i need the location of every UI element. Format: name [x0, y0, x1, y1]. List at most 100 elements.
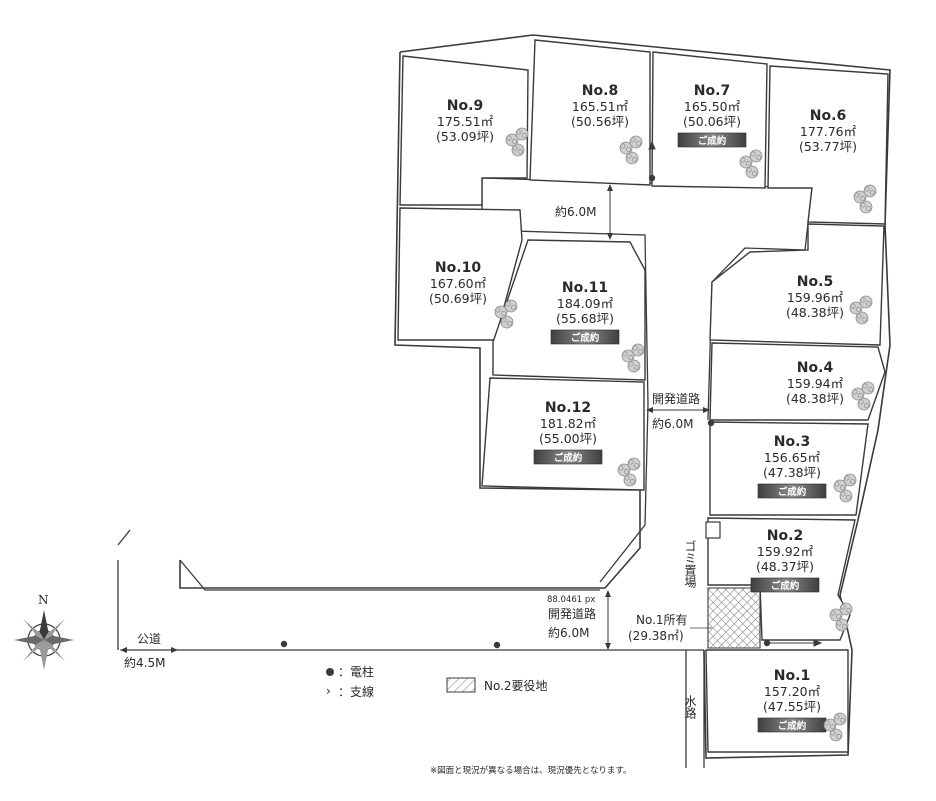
- lot-area: 184.09㎡: [557, 296, 614, 311]
- road-top-width: 約6.0M: [555, 204, 596, 219]
- tree-icon: [631, 343, 645, 357]
- lot-shape-3: [709, 421, 869, 516]
- sold-badge-label: ご成約: [571, 332, 600, 344]
- legend: ：電柱 › ：支線 No.2要役地: [326, 664, 548, 699]
- tree-icon: [863, 184, 877, 198]
- tree-icon: [627, 457, 641, 471]
- dev-road-mid-width: 約6.0M: [652, 416, 693, 431]
- sold-badge-label: ご成約: [778, 720, 807, 732]
- lot-shape-7: [651, 51, 768, 189]
- tree-icon: [515, 127, 529, 141]
- lot-tsubo: (47.55坪): [763, 699, 821, 714]
- pole-legend-icon: [326, 668, 334, 676]
- utility-pole: [493, 641, 501, 649]
- no1-owned-title: No.1所有: [636, 613, 688, 627]
- lot-area: 159.96㎡: [787, 290, 844, 305]
- branch-legend-icon: ›: [326, 684, 331, 698]
- sold-badge-label: ご成約: [778, 486, 807, 498]
- lot-area: 165.51㎡: [572, 99, 629, 114]
- public-road-title: 公道: [137, 632, 161, 646]
- tree-icon: [749, 149, 763, 163]
- compass-needle-icon: [39, 610, 49, 640]
- lot-area: 157.20㎡: [764, 684, 821, 699]
- lot-number: No.11: [562, 280, 608, 296]
- lot-area: 156.65㎡: [764, 450, 821, 465]
- lot-shape-9: [399, 55, 529, 206]
- lot-tsubo: (48.38坪): [786, 305, 844, 320]
- lot-tsubo: (55.00坪): [539, 431, 597, 446]
- sold-badge: [550, 329, 620, 345]
- lot-tsubo: (55.68坪): [556, 311, 614, 326]
- utility-pole: [280, 640, 288, 648]
- utility-pole: [707, 419, 715, 427]
- dev-road-bottom-width: 約6.0M: [548, 625, 589, 640]
- lot-tsubo: (47.38坪): [763, 465, 821, 480]
- branch-wires: [648, 140, 823, 647]
- lot-tsubo: (48.38坪): [786, 391, 844, 406]
- lot-tsubo: (53.09坪): [436, 129, 494, 144]
- lot-shape-4: [709, 342, 886, 421]
- public-road-width: 約4.5M: [124, 655, 165, 670]
- lot-number: No.9: [447, 98, 483, 114]
- sold-badge: [750, 577, 820, 593]
- tree-icon: [629, 135, 643, 149]
- dev-road-mid-title: 開発道路: [652, 391, 700, 406]
- lot-tsubo: (50.69坪): [429, 291, 487, 306]
- lot-tsubo: (53.77坪): [799, 139, 857, 154]
- lot-number: No.2: [767, 528, 803, 544]
- lot-tsubo: (48.37坪): [756, 559, 814, 574]
- lot-number: No.6: [810, 108, 846, 124]
- sold-badge: [757, 483, 827, 499]
- pole-legend-label: ：電柱: [338, 664, 374, 679]
- lot-number: No.4: [797, 360, 834, 376]
- sold-badge-label: ご成約: [554, 452, 583, 464]
- tree-icon: [859, 295, 873, 309]
- lot-area: 181.82㎡: [540, 416, 597, 431]
- sold-badge: [533, 449, 603, 465]
- garbage-label: ゴミ置場: [683, 539, 697, 589]
- lot-tsubo: (50.06坪): [683, 114, 741, 129]
- lot-number: No.12: [545, 400, 591, 416]
- lot-area: 159.92㎡: [757, 544, 814, 559]
- easement-legend-icon: [446, 677, 476, 693]
- tree-icon: [833, 712, 847, 726]
- lot-number: No.3: [774, 434, 810, 450]
- utility-pole: [648, 174, 656, 182]
- lot-area: 177.76㎡: [800, 124, 857, 139]
- tree-icon: [843, 473, 857, 487]
- no1-owned-area-label: (29.38㎡): [628, 629, 684, 643]
- lot-labels: No.9175.51㎡(53.09坪)No.8165.51㎡(50.56坪)No…: [429, 83, 857, 733]
- north-label: N: [38, 593, 49, 607]
- lot-number: No.8: [582, 83, 618, 99]
- easement-legend-label: No.2要役地: [484, 678, 548, 693]
- lot-tsubo: (50.56坪): [571, 114, 629, 129]
- dimension-note: 88.0461 px: [547, 595, 595, 605]
- road-dimensions: 約6.0M 開発道路 約6.0M 88.0461 px 開発道路 約6.0M 公…: [120, 184, 710, 670]
- lot-shape-11: [492, 239, 646, 381]
- utility-poles: [280, 174, 771, 649]
- lot-shape-12: [481, 377, 645, 491]
- tree-icon: [861, 381, 875, 395]
- lot-number: No.10: [435, 260, 481, 276]
- tree-icon: [839, 602, 853, 616]
- lot-area: 159.94㎡: [787, 376, 844, 391]
- lot-number: No.7: [694, 83, 730, 99]
- no1-owned-area-cross: [708, 588, 760, 648]
- lot-number: No.5: [797, 274, 833, 290]
- lot-area: 165.50㎡: [684, 99, 741, 114]
- sold-badge-label: ご成約: [698, 135, 727, 147]
- garbage-area: [705, 521, 721, 539]
